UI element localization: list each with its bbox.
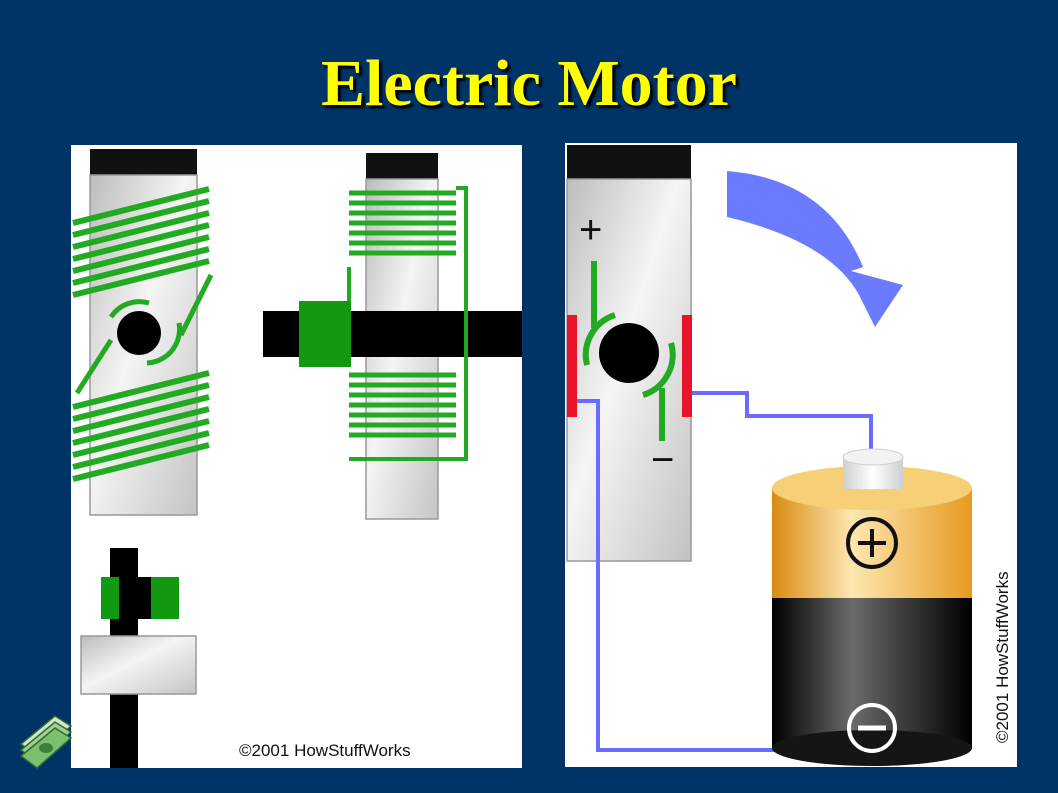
lower-coil <box>72 370 210 482</box>
side-coil-wire <box>347 186 468 461</box>
minus-symbol-ring <box>847 703 897 753</box>
negative-wire <box>577 399 803 752</box>
negative-brush <box>682 315 692 417</box>
armature-front-view <box>72 149 214 516</box>
side-upper-coil <box>349 190 456 256</box>
minus-icon: − <box>651 438 674 482</box>
armature-end-view <box>80 548 197 768</box>
armature-shaft <box>599 323 659 383</box>
upper-coil <box>72 186 210 298</box>
armature-diagram-panel: ©2001 HowStuffWorks <box>71 145 522 768</box>
motor-circuit-panel: + − ©2 <box>565 143 1017 767</box>
slide-title: Electric Motor <box>321 47 737 120</box>
side-top-cap <box>366 153 438 179</box>
battery-terminal-top <box>842 448 904 466</box>
armature-top-cap <box>567 145 691 179</box>
armature-shaft <box>117 311 161 355</box>
coil-leads <box>74 273 214 395</box>
battery-bottom <box>772 730 972 766</box>
side-lower-coil <box>349 372 456 438</box>
armature-top-cap <box>90 149 197 175</box>
motor-circuit-diagram: + − ©2 <box>566 145 1012 766</box>
armature-side-view <box>263 153 522 520</box>
end-commutator-gap <box>119 577 151 619</box>
armature-diagram: ©2001 HowStuffWorks <box>72 149 522 768</box>
right-credit: ©2001 HowStuffWorks <box>993 571 1012 743</box>
left-credit: ©2001 HowStuffWorks <box>239 741 411 760</box>
plus-icon: + <box>579 208 602 252</box>
rotation-arrow-icon <box>727 171 903 327</box>
coil-leads <box>582 261 676 441</box>
end-core <box>80 635 197 695</box>
plus-symbol-ring <box>846 517 898 569</box>
money-stack-icon <box>19 715 73 769</box>
positive-brush <box>567 315 577 417</box>
battery-negative-half <box>772 598 972 748</box>
positive-wire <box>692 391 873 455</box>
battery-icon <box>772 448 972 766</box>
commutator <box>299 301 351 367</box>
